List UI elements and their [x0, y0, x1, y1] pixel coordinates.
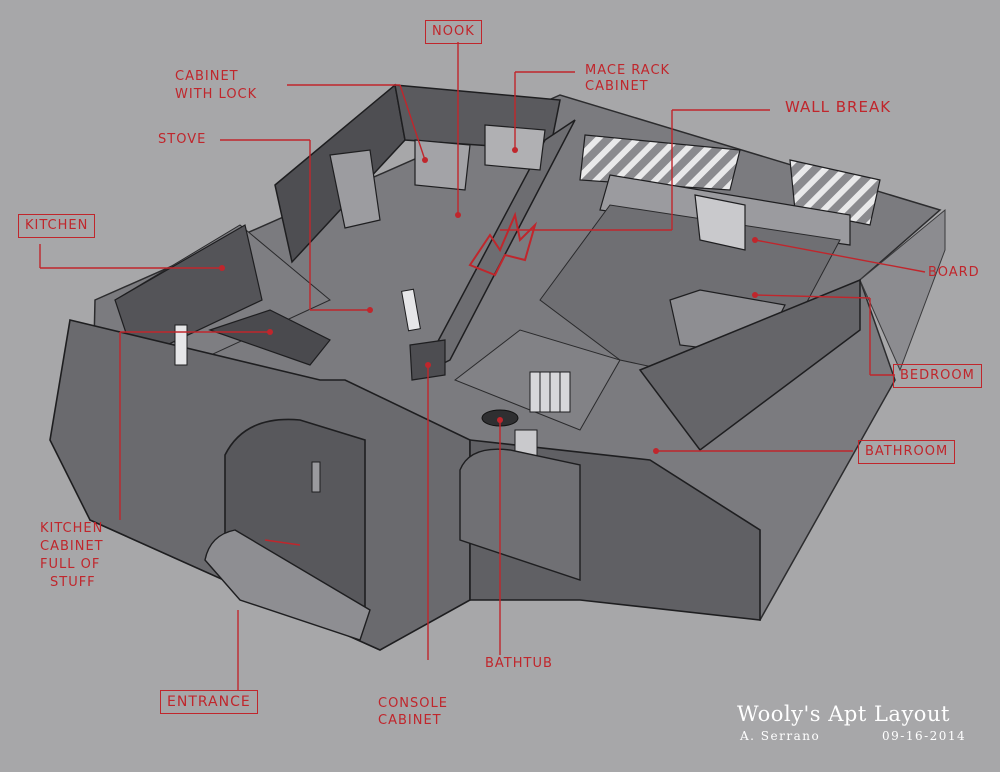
console-cabinet [409, 339, 446, 381]
right-outer-wall [638, 278, 861, 452]
annotation-dots [219, 147, 758, 454]
label-bathroom: Bathroom [858, 440, 956, 464]
label-kitchen-cabinet-line3: full of [40, 557, 101, 572]
label-console-line1: Console [378, 696, 448, 711]
bathtub [529, 371, 571, 413]
label-bathtub: Bathtub [485, 656, 553, 671]
label-nook: Nook [425, 20, 482, 44]
corridor-window [401, 288, 421, 332]
annotation-leader-lines [39, 42, 926, 690]
ground-ledge [859, 208, 946, 372]
stove [329, 149, 381, 229]
label-kitchen: Kitchen [18, 214, 96, 238]
label-entrance: Entrance [160, 690, 258, 714]
label-board: Board [928, 265, 980, 280]
kitchen-window [174, 324, 188, 366]
board [694, 194, 746, 251]
label-stove: Stove [158, 132, 207, 147]
label-console-line2: Cabinet [378, 713, 442, 728]
door-figure [311, 461, 321, 493]
label-kitchen-cabinet-line1: Kitchen [40, 521, 104, 536]
signature-title: Wooly's Apt Layout [737, 702, 950, 726]
label-cabinet-with-lock-line1: Cabinet [175, 69, 239, 84]
signature-artist: A. Serrano [740, 729, 821, 743]
label-kitchen-cabinet-line4: stuff [50, 575, 96, 590]
bathroom-facade-arch [459, 448, 581, 581]
label-kitchen-cabinet-line2: Cabinet [40, 539, 104, 554]
label-mace-rack-line2: Cabinet [585, 79, 649, 94]
label-mace-rack-line1: Mace Rack [585, 63, 671, 78]
label-bedroom: Bedroom [893, 364, 982, 388]
cabinet-with-lock [414, 139, 471, 191]
kitchen-counter [208, 309, 331, 366]
label-wall-break: Wall Break [785, 98, 892, 116]
label-cabinet-with-lock-line2: with lock [175, 87, 258, 102]
entrance-steps [204, 529, 371, 641]
mace-rack-mark [468, 211, 538, 277]
signature-date: 09-16-2014 [882, 729, 967, 743]
